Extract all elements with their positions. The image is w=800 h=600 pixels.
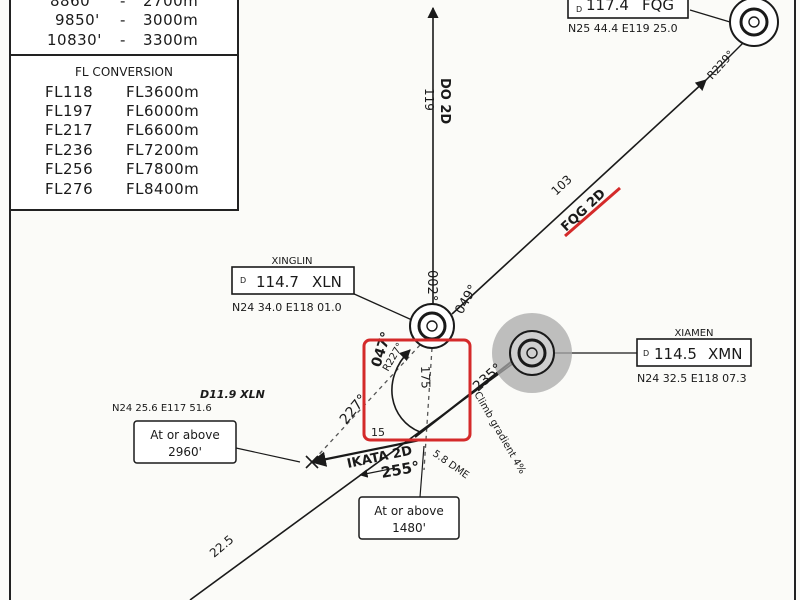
fl-row-3-fl: FL217 <box>45 121 93 139</box>
fqg2d-radial: R229° <box>705 48 738 82</box>
alt-row-3-sep: - <box>120 31 126 49</box>
turn-arc <box>391 349 421 433</box>
xln-freq: 114.7 <box>256 273 299 291</box>
fqg-coords: N25 44.4 E119 25.0 <box>568 22 678 35</box>
highlight-box <box>362 338 472 442</box>
c1480-line1: At or above <box>374 504 443 518</box>
fqg-freq: 117.4 <box>586 0 629 14</box>
alt-row-2-sep: - <box>120 11 126 29</box>
c1480-line2: 1480' <box>392 521 426 535</box>
xln-d-mark: D <box>240 276 246 285</box>
xmn-navaid-box: XIAMEN D 114.5 XMN N24 32.5 E118 07.3 <box>636 328 752 385</box>
route-ikata-line <box>310 438 421 467</box>
do2d-distance: 119 <box>422 88 436 111</box>
c2960-line2: 2960' <box>168 445 202 459</box>
alt-row-1-sep: - <box>120 0 126 10</box>
climb-gradient-note: Climb gradient 4% <box>471 390 527 476</box>
alt-row-1-ft: 8860' <box>50 0 95 10</box>
fl-row-5-fl: FL256 <box>45 160 93 178</box>
alt-row-2-ft: 9850' <box>55 11 100 29</box>
alt-row-3-m: 3300m <box>143 31 198 49</box>
dme-5-8: 5.8 DME <box>430 448 470 481</box>
xmn-name: XIAMEN <box>674 328 713 339</box>
xln-name: XINGLIN <box>271 256 312 267</box>
fl-row-1-fl: FL118 <box>45 83 93 101</box>
fl-conversion-title: FL CONVERSION <box>75 65 173 79</box>
course-227-label: 227° <box>337 391 371 427</box>
fl-row-2-m: FL6000m <box>126 102 199 120</box>
fl-row-4-m: FL7200m <box>126 141 199 159</box>
xmn-ident: XMN <box>708 345 742 363</box>
fl-row-6-m: FL8400m <box>126 180 199 198</box>
do2d-course: 002° <box>424 270 439 301</box>
fl-row-6-fl: FL276 <box>45 180 93 198</box>
constraint-2960-box: At or above 2960' <box>133 420 237 464</box>
fix-d119-coords: N24 25.6 E117 51.6 <box>112 403 212 414</box>
fl-row-5-m: FL7800m <box>126 160 199 178</box>
fl-row-3-m: FL6600m <box>126 121 199 139</box>
route-fqg2d-line <box>451 79 707 315</box>
fl-row-1-m: FL3600m <box>126 83 199 101</box>
course-255-arrow <box>359 467 396 478</box>
southwest-distance: 22.5 <box>207 532 236 560</box>
radial-227-dashed <box>311 344 421 463</box>
xln-leader <box>351 292 413 321</box>
fl-conversion-table: FL CONVERSION FL118 FL3600m FL197 FL6000… <box>9 54 239 211</box>
fqg-vor-symbol <box>729 0 779 47</box>
xln-ident: XLN <box>312 273 342 291</box>
radial-175-label: 175 <box>418 366 433 389</box>
fqg-leader <box>689 9 731 23</box>
xln-coords: N24 34.0 E118 01.0 <box>232 301 342 314</box>
fqg2d-course: 049° <box>452 282 481 317</box>
fl-row-4-fl: FL236 <box>45 141 93 159</box>
fix-d119-cross <box>305 455 319 469</box>
xmn-d-mark: D <box>643 349 649 358</box>
alt-row-3-ft: 10830' <box>47 31 102 49</box>
altitude-table: 8860' - 2700m 9850' - 3000m 10830' - 330… <box>9 0 239 56</box>
xmn-freq: 114.5 <box>654 345 697 363</box>
xmn-coords: N24 32.5 E118 07.3 <box>637 372 747 385</box>
xln-navaid-box: XINGLIN D 114.7 XLN N24 34.0 E118 01.0 <box>231 256 355 314</box>
xmn-vor-symbol <box>492 313 572 393</box>
alt-row-2-m: 3000m <box>143 11 198 29</box>
c2960-leader <box>235 447 301 463</box>
fqg2d-distance: 103 <box>548 172 574 198</box>
alt-row-1-m: 2700m <box>143 0 198 10</box>
fix-d119-name: D11.9 XLN <box>200 388 265 401</box>
distance-15: 15 <box>371 426 385 439</box>
fqg-ident: FQG <box>642 0 674 14</box>
constraint-1480-box: At or above 1480' <box>358 496 460 540</box>
c2960-line1: At or above <box>150 428 219 442</box>
fqg2d-highlight-underline <box>564 186 621 238</box>
fqg-navaid-box: D 117.4 FQG N25 44.4 E119 25.0 <box>567 0 689 35</box>
fl-row-2-fl: FL197 <box>45 102 93 120</box>
fqg-d-mark: D <box>576 5 582 14</box>
do2d-name: DO 2D <box>437 78 452 124</box>
c1480-leader <box>419 445 425 498</box>
